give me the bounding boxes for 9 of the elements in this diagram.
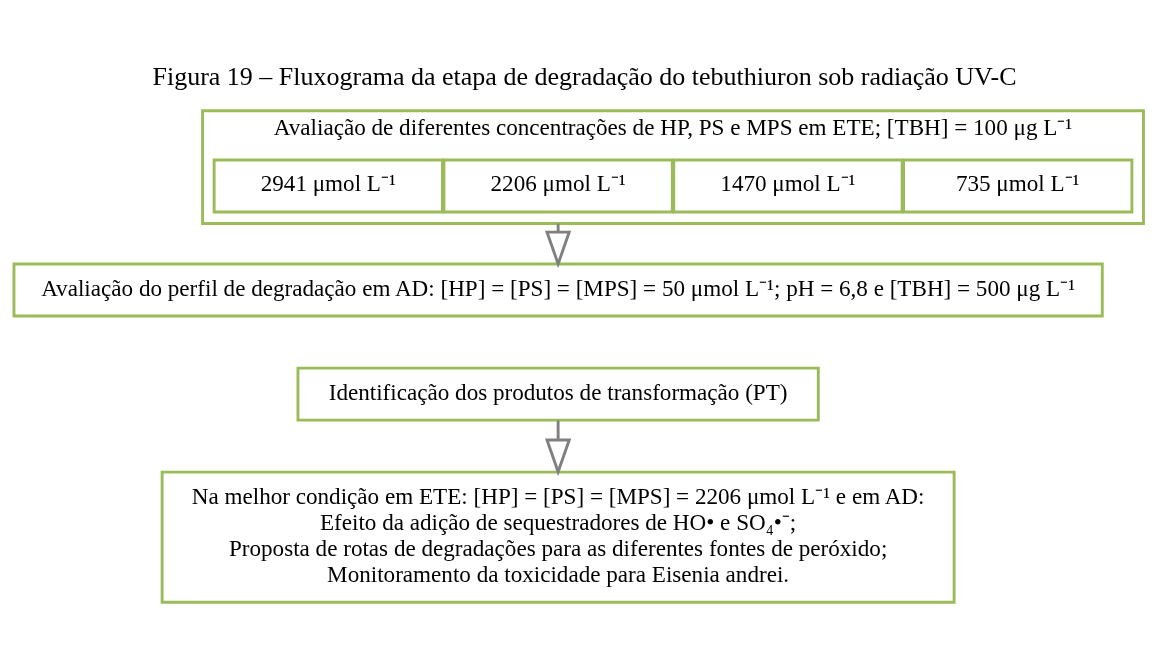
diagram-title: Figura 19 – Fluxograma da etapa de degradação do tebuthiuron sob radiação UV-C [152,62,1017,92]
node-box: 735 μmol L⁻¹ [902,158,1134,214]
node-box: Avaliação do perfil de degradação em AD: [HP] = [PS] = [MPS] = 50 μmol L⁻¹; pH = 6,8 e [TBH] = 500 μg L⁻¹ [12,262,1104,318]
node-box: Identificação dos produtos de transformação (PT) [296,366,820,422]
node-box: 2206 μmol L⁻¹ [442,158,674,214]
node-box: 1470 μmol L⁻¹ [672,158,904,214]
node-box: 2941 μmol L⁻¹ [212,158,444,214]
arrow [544,420,572,477]
node-box: Na melhor condição em ETE: [HP] = [PS] = [MPS] = 2206 μmol L⁻¹ e em AD: Efeito da adição de sequestradores de HO• e SO₄•⁻; Proposta de rotas de degradações para as diferentes fontes de peróxido; Monitoramento da toxicidade para Eisenia andrei. [160,470,956,604]
